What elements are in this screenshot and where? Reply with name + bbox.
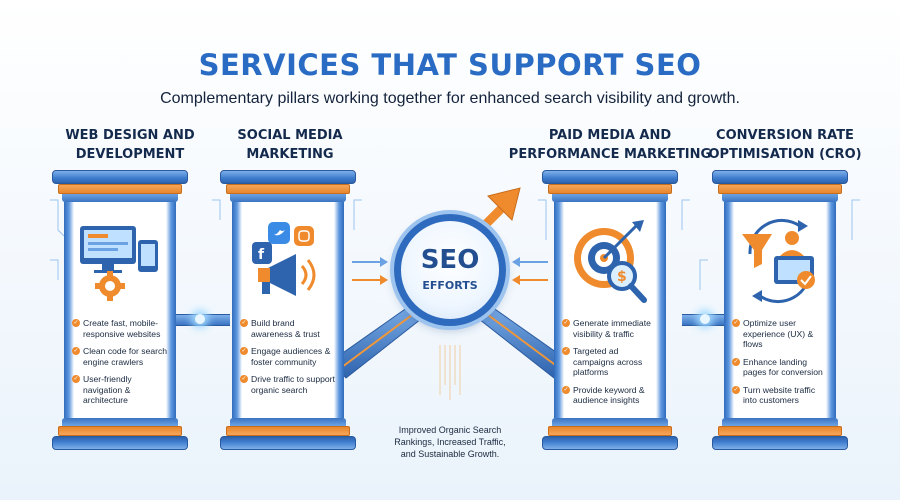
check-icon: ✓ (72, 375, 80, 383)
pillar-capital (220, 170, 356, 184)
pillar-capital-lower (62, 194, 178, 202)
pillar-bullets: ✓Create fast, mobile-responsive websites… (72, 318, 170, 413)
pillar-capital-lower (552, 194, 668, 202)
pillar-base-upper (230, 418, 346, 426)
circuit-lines (50, 199, 860, 290)
pillar-title-paid-media: PAID MEDIA AND PERFORMANCE MARKETING (508, 128, 712, 162)
list-item: ✓Turn website traffic into customers (732, 384, 816, 405)
check-icon: ✓ (562, 385, 570, 394)
pillar-social-media: f ✓Build brand awareness & trust ✓Engage… (220, 170, 356, 450)
pillar-capital-lower (230, 194, 346, 202)
responsive-devices-gear-icon (70, 210, 170, 310)
check-icon: ✓ (732, 319, 740, 327)
pillar-capital-band (58, 184, 182, 194)
check-icon: ✓ (72, 319, 80, 327)
arrow-right-to-hub (512, 257, 548, 285)
svg-text:f: f (258, 247, 265, 263)
pillar-base (542, 436, 678, 450)
pillar-shaft (724, 202, 836, 418)
v-beam-left-highlight (337, 305, 425, 371)
seo-efforts-hub: SEO EFFORTS (394, 214, 506, 326)
list-item: ✓Targeted ad campaigns across platforms (562, 346, 643, 377)
funnel-user-cycle-icon (730, 210, 830, 310)
light-rays (439, 345, 461, 400)
pillar-paid-media: $ ✓Generate immediate visibility & traff… (542, 170, 678, 450)
pillar-base-band (58, 426, 182, 436)
connector-glow-left (195, 314, 205, 324)
megaphone-social-icon: f (238, 210, 338, 310)
check-icon: ✓ (732, 357, 740, 366)
pillar-bullets: ✓Build brand awareness & trust ✓Engage a… (240, 318, 338, 402)
list-item: ✓User-friendly navigation & architecture (72, 374, 132, 405)
target-magnifier-icon: $ (560, 210, 660, 310)
pillar-base (220, 436, 356, 450)
check-icon: ✓ (562, 347, 570, 355)
pillar-capital-band (226, 184, 350, 194)
list-item: ✓Optimize user experience (UX) & flows (732, 318, 814, 349)
list-item: ✓Provide keyword & audience insights (562, 384, 645, 405)
svg-text:$: $ (617, 269, 627, 285)
list-item: ✓Engage audiences & foster community (240, 346, 331, 367)
pillar-capital (712, 170, 848, 184)
list-item: ✓Build brand awareness & trust (240, 318, 320, 339)
arrow-left-to-hub (352, 257, 388, 285)
v-beam-right-highlight (475, 305, 563, 371)
check-icon: ✓ (732, 385, 740, 394)
outcome-text: Improved Organic Search Rankings, Increa… (394, 425, 506, 459)
check-icon: ✓ (240, 375, 248, 383)
hub-title: SEO (420, 245, 480, 275)
list-item: ✓Clean code for search engine crawlers (72, 346, 168, 367)
check-icon: ✓ (240, 347, 248, 355)
pillar-base-upper (62, 418, 178, 426)
pillar-title-cro: CONVERSION RATE OPTIMISATION (CRO) (708, 128, 862, 162)
page-title: SERVICES THAT SUPPORT SEO (198, 48, 702, 82)
pillar-capital-lower (722, 194, 838, 202)
pillar-base (52, 436, 188, 450)
pillar-title-web-design: WEB DESIGN AND DEVELOPMENT (65, 128, 195, 162)
list-item: ✓Generate immediate visibility & traffic (562, 318, 651, 339)
pillar-capital-band (718, 184, 842, 194)
pillar-bullets: ✓Optimize user experience (UX) & flows ✓… (732, 318, 830, 413)
connector-glow-right (700, 314, 710, 324)
pillar-capital (542, 170, 678, 184)
list-item: ✓Create fast, mobile-responsive websites (72, 318, 161, 339)
pillar-bullets: ✓Generate immediate visibility & traffic… (562, 318, 660, 413)
check-icon: ✓ (72, 347, 80, 355)
pillar-base-band (548, 426, 672, 436)
pillar-base-upper (722, 418, 838, 426)
pillar-base (712, 436, 848, 450)
hub-subtitle: EFFORTS (422, 279, 478, 292)
pillar-title-social-media: SOCIAL MEDIA MARKETING (237, 128, 343, 162)
pillar-base-band (226, 426, 350, 436)
check-icon: ✓ (240, 319, 248, 327)
pillar-web-design: ✓Create fast, mobile-responsive websites… (52, 170, 188, 450)
check-icon: ✓ (562, 319, 570, 327)
pillar-capital-band (548, 184, 672, 194)
page-subtitle: Complementary pillars working together f… (160, 90, 740, 107)
list-item: ✓Drive traffic to support organic search (240, 374, 335, 395)
list-item: ✓Enhance landing pages for conversion (732, 356, 823, 377)
pillar-base-upper (552, 418, 668, 426)
pillar-base-band (718, 426, 842, 436)
pillar-cro: ✓Optimize user experience (UX) & flows ✓… (712, 170, 848, 450)
pillar-capital (52, 170, 188, 184)
